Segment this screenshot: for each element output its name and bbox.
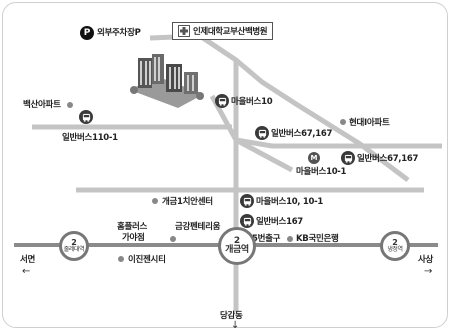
place-homeplus-line1: 홈플러스 bbox=[117, 222, 148, 232]
place-gaegeum-center: 개금1치안센터 bbox=[162, 197, 213, 207]
bus-stop-icon[interactable] bbox=[255, 126, 269, 140]
metro-exit-5: 5번출구 bbox=[252, 234, 281, 244]
bus-icon bbox=[82, 113, 90, 122]
road-diagonal-north bbox=[198, 33, 410, 182]
map-frame bbox=[2, 2, 448, 328]
station-line-number: 2 bbox=[71, 237, 77, 247]
metro-station-left[interactable]: 2 줄레대역 bbox=[59, 231, 89, 261]
bus-stop-icon[interactable] bbox=[240, 214, 254, 228]
station-name: 줄레대역 bbox=[63, 245, 85, 253]
bus-icon bbox=[344, 154, 352, 163]
bus-icon bbox=[243, 197, 251, 206]
station-line-number: 2 bbox=[233, 235, 241, 246]
place-dot-ijin bbox=[118, 256, 124, 262]
station-line-number: 2 bbox=[392, 237, 398, 247]
direction-west-label: 서면 bbox=[20, 255, 36, 265]
bus-stop-maeul-10-10-1: 마을버스10, 10-1 bbox=[256, 197, 323, 207]
place-geumgang-pentarium: 금강펜테리움 bbox=[175, 222, 221, 232]
bus-icon bbox=[258, 129, 266, 138]
place-dot-kb bbox=[287, 236, 293, 242]
arrow-left-icon: ← bbox=[22, 266, 31, 277]
bus-stop-ilban-110: 일반버스110-1 bbox=[62, 133, 118, 143]
place-baeksan-apt: 백산아파트 bbox=[23, 100, 61, 110]
arrow-right-icon: → bbox=[424, 266, 433, 277]
bus-stop-ilban-167: 일반버스167 bbox=[256, 217, 303, 227]
bus-stop-icon[interactable] bbox=[240, 194, 254, 208]
station-name: 냉정역 bbox=[387, 245, 403, 253]
bus-icon bbox=[243, 217, 251, 226]
parking-label: 외부주차장P bbox=[97, 28, 141, 38]
station-name: 개금역 bbox=[225, 244, 249, 255]
place-ijin-city: 이진젠시티 bbox=[128, 255, 166, 265]
bus-stop-maeul-10-1: 마을버스10-1 bbox=[296, 167, 347, 177]
place-hyundai-apt: 현대I아파트 bbox=[349, 118, 390, 128]
direction-south-label: 당감동 bbox=[220, 311, 243, 321]
metro-badge-icon: M bbox=[308, 152, 320, 164]
bus-stop-ilban-67-b: 일반버스67,167 bbox=[357, 154, 419, 164]
road-east-67 bbox=[235, 137, 442, 149]
hospital-building-illustration bbox=[130, 54, 204, 108]
place-dot-pentarium bbox=[170, 236, 176, 242]
place-dot-baeksan bbox=[67, 102, 73, 108]
bus-icon bbox=[218, 97, 226, 106]
place-dot-hyundai bbox=[340, 119, 346, 125]
bus-stop-icon[interactable] bbox=[79, 110, 93, 124]
bus-stop-maeul-10: 마을버스10 bbox=[231, 97, 273, 107]
place-kb-bank: KB국민은행 bbox=[296, 234, 339, 244]
bus-stop-icon[interactable] bbox=[215, 94, 229, 108]
place-dot-center bbox=[152, 198, 158, 204]
hospital-cross-icon bbox=[178, 25, 190, 37]
parking-icon: P bbox=[80, 26, 94, 40]
hospital-label-box[interactable]: 인제대학교부산백병원 bbox=[172, 22, 274, 40]
hospital-name: 인제대학교부산백병원 bbox=[193, 27, 268, 37]
bus-stop-ilban-67-a: 일반버스67,167 bbox=[271, 129, 333, 139]
metro-station-right[interactable]: 2 냉정역 bbox=[380, 231, 410, 261]
place-homeplus-line2: 가야점 bbox=[122, 233, 145, 243]
arrow-down-icon: ↓ bbox=[231, 320, 240, 331]
road-southeast-branch bbox=[234, 137, 294, 173]
bus-stop-icon[interactable] bbox=[341, 151, 355, 165]
metro-station-center[interactable]: 2 개금역 bbox=[218, 227, 256, 265]
direction-east-label: 사상 bbox=[418, 255, 434, 265]
